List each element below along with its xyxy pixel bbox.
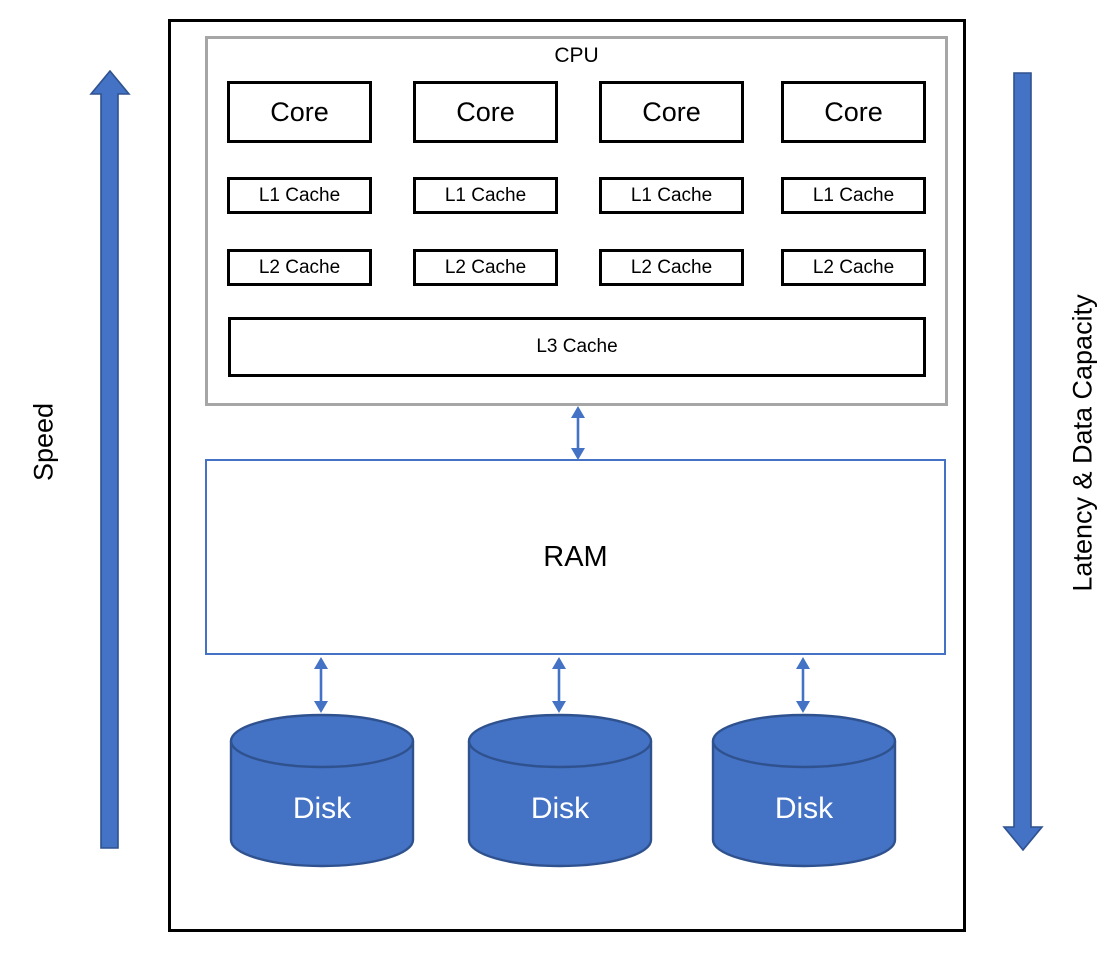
l2-cache-box-1: L2 Cache: [227, 249, 372, 286]
disk-label-2: Disk: [531, 792, 590, 825]
latency-capacity-axis-label: Latency & Data Capacity: [1067, 294, 1098, 592]
speed-up-arrow-icon: [89, 70, 131, 849]
core-box-2: Core: [413, 81, 558, 143]
l1-cache-box-4: L1 Cache: [781, 177, 926, 214]
core-box-3: Core: [599, 81, 744, 143]
cpu-label: CPU: [554, 44, 599, 67]
core-box-4: Core: [781, 81, 926, 143]
l1-cache-box-3: L1 Cache: [599, 177, 744, 214]
latency-down-arrow-icon: [1002, 72, 1044, 851]
l2-cache-box-4: L2 Cache: [781, 249, 926, 286]
ram-disk-link-arrow-2: [552, 657, 566, 713]
ram-label: RAM: [543, 540, 608, 573]
core-box-1: Core: [227, 81, 372, 143]
ram-box: RAM: [205, 459, 946, 655]
disk-cylinder-2: Disk: [467, 713, 653, 868]
ram-disk-link-arrow-3: [796, 657, 810, 713]
disk-cylinder-3: Disk: [711, 713, 897, 868]
disk-cylinder-1: Disk: [229, 713, 415, 868]
l1-cache-box-2: L1 Cache: [413, 177, 558, 214]
l3-cache-box: L3 Cache: [228, 317, 926, 377]
disk-label-1: Disk: [293, 792, 352, 825]
l2-cache-box-2: L2 Cache: [413, 249, 558, 286]
speed-axis-label: Speed: [28, 402, 59, 482]
cpu-box: CPU Core Core Core Core L1 Cache L1 Cach…: [205, 36, 948, 406]
ram-disk-link-arrow-1: [314, 657, 328, 713]
l1-cache-box-1: L1 Cache: [227, 177, 372, 214]
cpu-ram-link-arrow: [571, 406, 585, 460]
disk-label-3: Disk: [775, 792, 834, 825]
l2-cache-box-3: L2 Cache: [599, 249, 744, 286]
